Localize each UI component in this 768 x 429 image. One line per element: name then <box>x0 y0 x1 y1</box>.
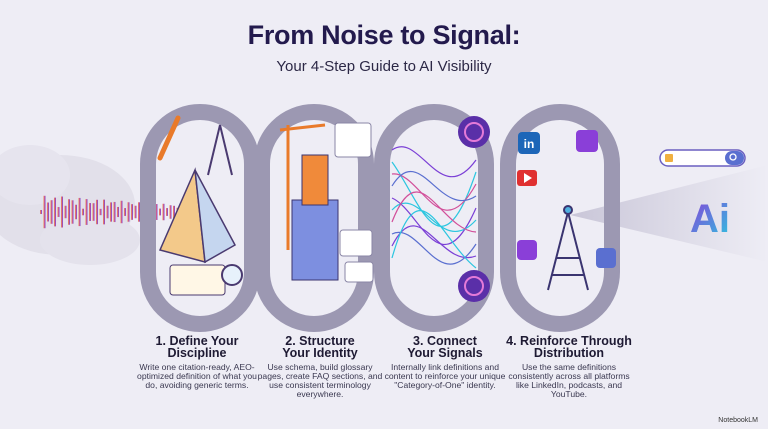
loop-3 <box>374 104 494 332</box>
waveform-bar <box>50 200 53 224</box>
step-description: Write one citation-ready, AEO-optimized … <box>137 362 257 390</box>
page-title: From Noise to Signal: <box>247 20 521 50</box>
waveform-bar <box>103 199 105 225</box>
waveform-bar <box>92 203 95 221</box>
waveform-bar <box>82 208 84 216</box>
waveform-bar <box>54 197 56 227</box>
network-link <box>391 146 477 178</box>
svg-text:in: in <box>524 137 535 151</box>
network-link <box>391 197 477 246</box>
podcast-icon <box>576 130 598 152</box>
waveform-bar <box>166 208 168 216</box>
network-link <box>391 161 477 227</box>
brain-icon <box>458 270 490 302</box>
loop-2 <box>254 104 374 332</box>
waveform-bar <box>43 195 46 229</box>
ai-logo: Ai <box>690 197 730 241</box>
waveform-bar <box>134 205 137 219</box>
waveform-bar <box>47 202 49 222</box>
network-link <box>391 191 477 233</box>
waveform-bar <box>110 202 112 222</box>
linkedin-icon <box>518 132 540 154</box>
step-title: 3. Connect <box>413 334 477 348</box>
step-title: Distribution <box>533 346 605 360</box>
noise-cloud <box>0 145 140 265</box>
waveform-bar <box>117 206 119 218</box>
network-link <box>391 202 477 233</box>
page-subtitle: Your 4-Step Guide to AI Visibility <box>276 58 492 75</box>
waveform-bar <box>124 208 126 216</box>
waveform-bar <box>131 204 133 220</box>
step-title: Your Signals <box>407 346 483 360</box>
waveform-bar <box>57 207 60 217</box>
globe-icon <box>596 248 616 268</box>
network-link <box>391 173 477 211</box>
waveform-bar <box>99 208 102 216</box>
waveform-bar <box>75 204 77 220</box>
notebooklm-brand: NotebookLM <box>718 417 758 424</box>
waveform-bar <box>120 200 123 224</box>
waveform-bar <box>138 202 140 222</box>
waveform-bar <box>113 201 116 223</box>
waveform-bar <box>106 205 109 219</box>
step-title: 2. Structure <box>285 334 355 348</box>
search-bar <box>659 149 746 167</box>
building-icon <box>279 122 374 283</box>
waveform-bar <box>85 199 88 225</box>
prism-icon <box>157 115 243 296</box>
signal-beam <box>570 165 768 262</box>
step-title: Your Identity <box>282 346 358 360</box>
waveform-bar <box>68 199 70 225</box>
search-icon <box>729 153 737 161</box>
waveform-bar <box>64 205 67 219</box>
step-description: Use schema, build glossary pages, create… <box>257 362 383 399</box>
waveform-bar <box>162 203 165 221</box>
waveform-bar <box>169 205 172 219</box>
broadcast-tower-icon <box>547 205 589 291</box>
microphone-icon <box>517 240 537 260</box>
waveform-bar <box>40 210 42 214</box>
waveform-bar <box>61 196 63 228</box>
pencil-icon <box>157 115 181 161</box>
step-description: Use the same definitions consistently ac… <box>508 362 630 399</box>
network-icon <box>391 146 477 269</box>
compass-icon <box>207 124 233 176</box>
waveform-bar <box>89 203 91 221</box>
waveform-bar <box>127 202 130 222</box>
step-title: 1. Define Your <box>155 334 239 348</box>
waveform <box>40 195 179 229</box>
network-link <box>391 231 477 265</box>
loop-4 <box>500 104 620 332</box>
loop-1 <box>140 104 260 332</box>
network-link <box>391 210 477 269</box>
brain-icon <box>458 116 490 148</box>
chain-loops <box>140 104 620 332</box>
chip-icon <box>665 154 673 162</box>
step-title: Discipline <box>167 346 227 360</box>
waveform-bar <box>155 204 158 220</box>
step-description: Internally link definitions and content … <box>384 362 506 390</box>
waveform-bar <box>159 208 161 216</box>
step-title: 4. Reinforce Through <box>506 334 632 348</box>
network-link <box>391 170 477 202</box>
waveform-bar <box>96 199 98 225</box>
waveform-bar <box>78 197 81 227</box>
waveform-bar <box>173 205 175 219</box>
card-icon <box>334 122 372 158</box>
waveform-bar <box>71 200 74 224</box>
